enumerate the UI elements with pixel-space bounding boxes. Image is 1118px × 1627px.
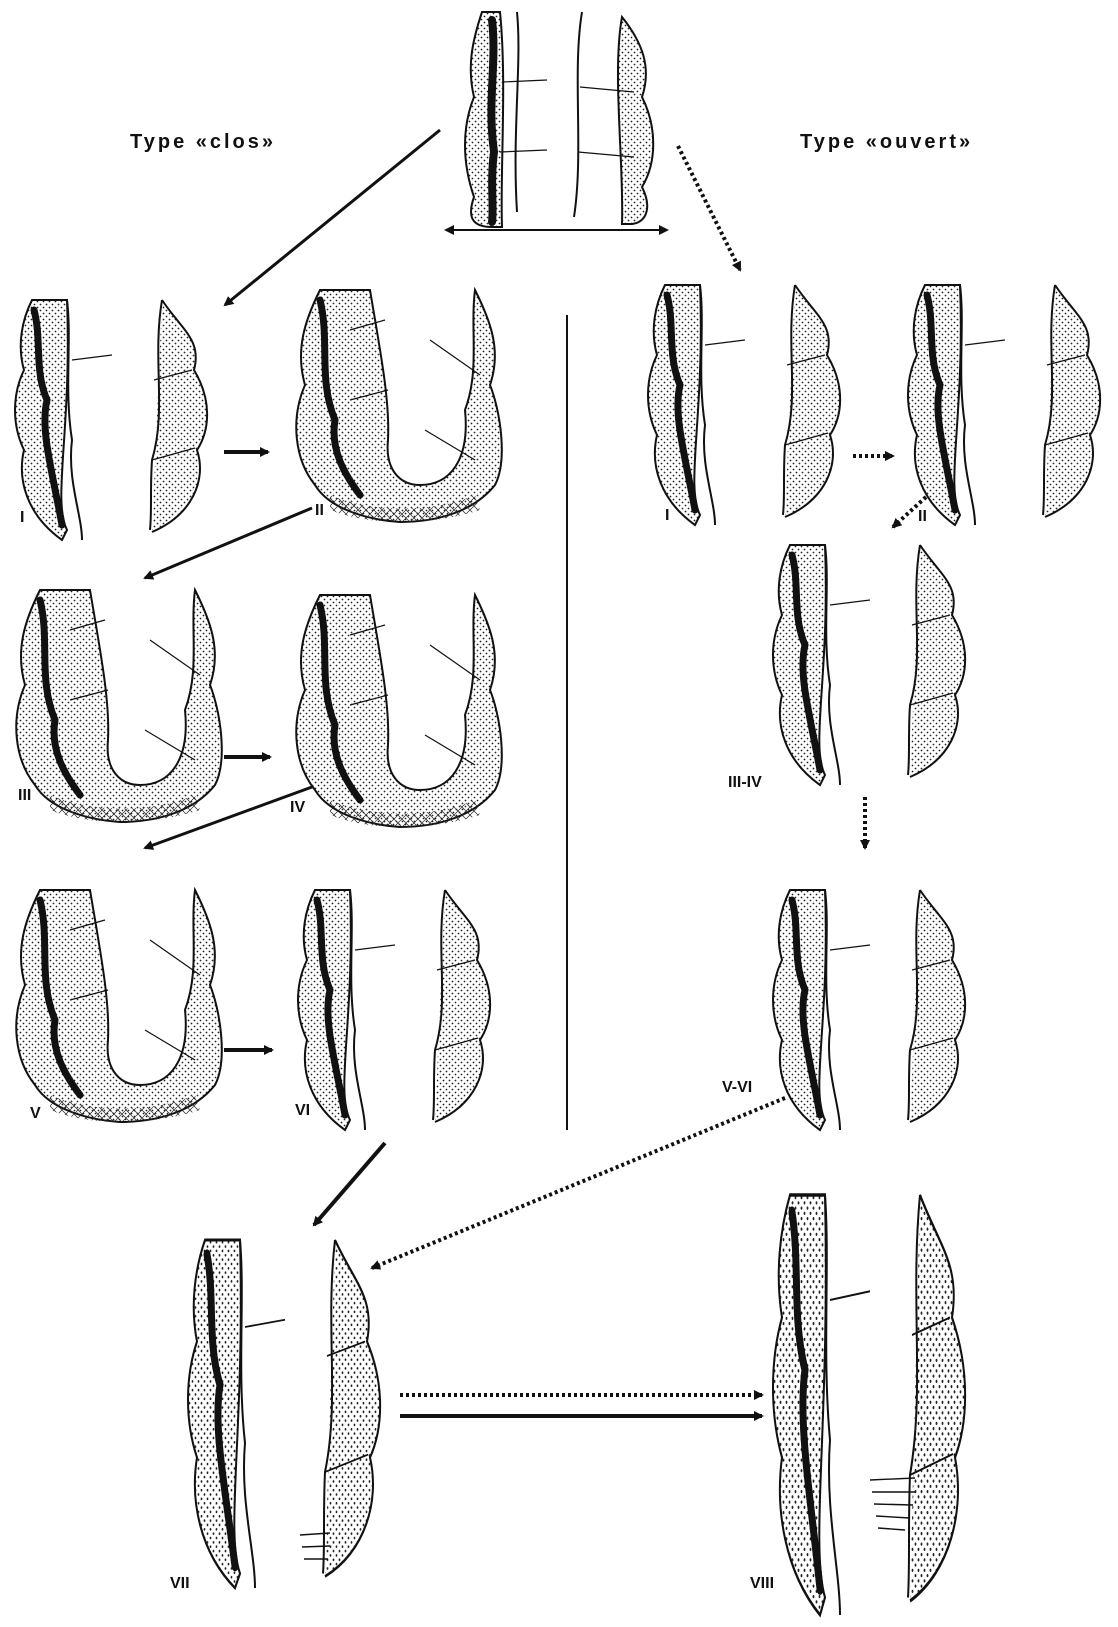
label-clos-I: I: [20, 509, 24, 526]
ouvert-stage-I: [648, 285, 840, 525]
clos-stage-I: [15, 300, 207, 540]
clos-stage-VI: [298, 890, 490, 1130]
ouvert-stage-II: [908, 285, 1100, 525]
ouvert-stage-III-IV: [773, 545, 965, 785]
label-ouvert-III-IV: III-IV: [728, 774, 762, 791]
label-VIII: VIII: [750, 1575, 774, 1592]
arrow-clos-VI-to-VII: [314, 1143, 385, 1225]
initial-stage: [452, 12, 667, 230]
label-clos-VI: VI: [295, 1102, 310, 1119]
title-type-clos: Type «clos»: [130, 131, 276, 153]
clos-stage-III: [16, 590, 221, 822]
clos-stage-II: [296, 290, 501, 522]
stage-VII: [188, 1240, 380, 1588]
label-clos-III: III: [18, 787, 31, 804]
ouvert-stage-V-VI: [773, 890, 965, 1130]
label-clos-IV: IV: [290, 799, 305, 816]
stage-VIII: [773, 1195, 965, 1615]
label-ouvert-V-VI: V-VI: [722, 1079, 752, 1096]
segment-lines-VII: [300, 1533, 330, 1559]
arrow-ouvert-V-VI-to-VII: [372, 1098, 785, 1268]
label-ouvert-II: II: [918, 508, 927, 525]
label-ouvert-I: I: [665, 507, 669, 524]
title-type-ouvert: Type «ouvert»: [800, 131, 973, 153]
clos-stage-V: [16, 890, 221, 1122]
clos-stage-IV: [296, 595, 501, 827]
arrow-top-to-clos-I: [225, 130, 440, 305]
label-clos-V: V: [30, 1105, 41, 1122]
label-VII: VII: [170, 1575, 190, 1592]
label-clos-II: II: [315, 502, 324, 519]
arrow-top-to-ouvert-I: [678, 146, 740, 270]
